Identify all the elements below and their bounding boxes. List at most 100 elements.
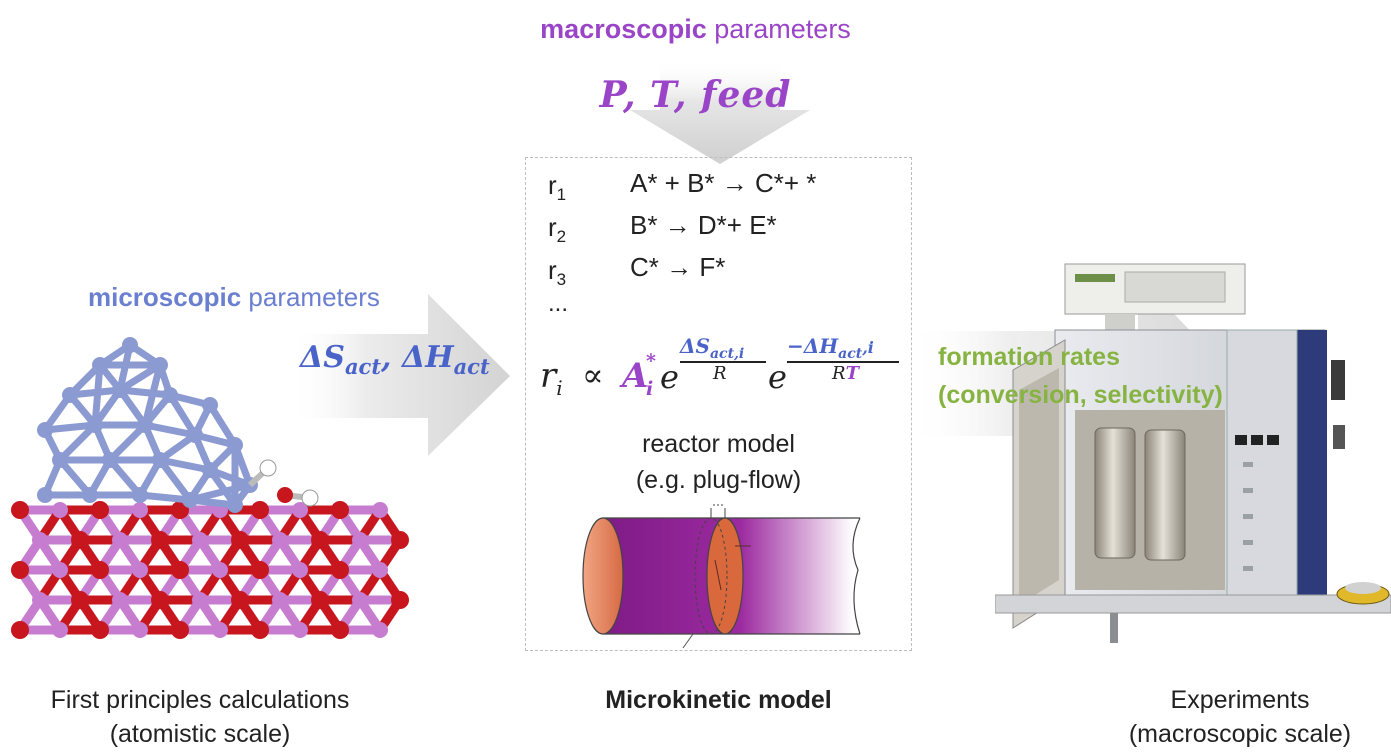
cluster-atom [132, 487, 148, 503]
support-atom [192, 532, 208, 548]
oxygen-atom [331, 501, 349, 519]
oxygen-atom [71, 531, 89, 549]
reaction-equation-r2: B* → D*+ E* [630, 210, 777, 240]
cluster-atom [182, 492, 198, 508]
metal-cluster [37, 337, 258, 513]
oxygen-atom [277, 487, 293, 503]
cluster-atom [227, 497, 243, 513]
reaction-equation-r3: C* → F* [630, 252, 726, 282]
cluster-atom [227, 437, 243, 453]
cluster-atom [92, 357, 108, 373]
oxygen-atom [331, 561, 349, 579]
macroscopic-word: macroscopic [540, 14, 707, 44]
oxygen-atom [71, 591, 89, 609]
oxygen-atom [331, 621, 349, 639]
oxygen-atom [151, 531, 169, 549]
oxygen-atom [251, 501, 269, 519]
cluster-atom [62, 387, 78, 403]
formation-rates-label: formation rates (conversion, selectivity… [938, 338, 1223, 414]
exponential-e-2: e [768, 358, 787, 396]
support-atom [372, 622, 388, 638]
reaction-equation-r1: A* + B* → C*+ * [630, 168, 817, 198]
atomistic-structure-image [11, 337, 409, 639]
oxygen-atom [311, 591, 329, 609]
caption-first-principles: First principles calculations (atomistic… [0, 683, 400, 751]
cluster-atom [102, 452, 118, 468]
cluster-bond [41, 421, 99, 434]
prefactor-a: A*i [622, 350, 656, 400]
proportional-symbol: ∝ [582, 356, 604, 394]
cluster-atom [52, 452, 68, 468]
cluster-atom [202, 397, 218, 413]
exponent1-denominator: R [713, 363, 727, 384]
cluster-atom [37, 487, 53, 503]
cluster-bond [116, 386, 174, 399]
macroscopic-parameters-label: macroscopic parameters [0, 14, 1391, 45]
down-arrow [630, 60, 810, 164]
cluster-bond [156, 456, 194, 504]
support-atom [112, 532, 128, 548]
delta-s-act: ΔSact [300, 340, 382, 379]
cluster-bond [66, 386, 124, 399]
macroscopic-variables: P, T, feed [599, 74, 792, 116]
reactor-model-line1: reactor model [642, 430, 795, 458]
support-atom [112, 592, 128, 608]
cluster-atom [187, 427, 203, 443]
oxygen-atom [91, 501, 109, 519]
support-atom [132, 562, 148, 578]
cluster-atom [137, 417, 153, 433]
parameters-word: parameters [241, 282, 380, 312]
formation-rates-line1: formation rates [938, 343, 1120, 371]
support-atom [292, 622, 308, 638]
oxygen-atom [251, 621, 269, 639]
delta-h-act: ΔHact [401, 340, 490, 379]
support-atom [192, 592, 208, 608]
caption-first-principles-line1: First principles calculations [50, 686, 350, 714]
oxygen-atom [11, 621, 29, 639]
support-atom [272, 592, 288, 608]
exponent2-denominator: RT [832, 363, 859, 384]
support-atom [52, 562, 68, 578]
support-atom [212, 622, 228, 638]
support-atom [292, 562, 308, 578]
exponential-e-1: e [660, 358, 679, 396]
experimental-reactor-image [995, 263, 1391, 643]
cluster-bond [141, 421, 199, 439]
microscopic-parameters-label: microscopic parameters [88, 282, 380, 313]
formation-rates-line2: (conversion, selectivity) [938, 381, 1223, 409]
oxygen-atom [11, 561, 29, 579]
cluster-bond [56, 421, 99, 464]
oxide-support [11, 501, 409, 639]
microscopic-word: microscopic [88, 282, 242, 312]
parameters-word: parameters [706, 14, 851, 44]
oxygen-atom [391, 531, 409, 549]
oxygen-atom [151, 591, 169, 609]
support-atom [32, 592, 48, 608]
oxygen-atom [231, 531, 249, 549]
support-atom [52, 622, 68, 638]
exponent2-fraction-bar [787, 361, 899, 363]
cluster-atom [202, 462, 218, 478]
oxygen-atom [311, 531, 329, 549]
reaction-label-r3: r3 [548, 255, 567, 290]
caption-experiments: Experiments (macroscopic scale) [1090, 683, 1390, 751]
oxygen-atom [391, 591, 409, 609]
oxygen-atom [251, 561, 269, 579]
exponent1-numerator: ΔSact,i [680, 334, 745, 362]
caption-first-principles-line2: (atomistic scale) [109, 720, 291, 748]
support-atom [352, 592, 368, 608]
support-atom [52, 502, 68, 518]
cluster-atom [152, 357, 168, 373]
separator: , [381, 340, 402, 375]
reaction-ellipsis: ... [548, 290, 569, 317]
oxygen-atom [91, 621, 109, 639]
cluster-bond [106, 421, 149, 464]
cluster-atom [37, 422, 53, 438]
support-atom [32, 532, 48, 548]
cluster-atom [162, 387, 178, 403]
cluster-atom [122, 337, 138, 353]
cluster-atom [82, 487, 98, 503]
cluster-bond [186, 481, 254, 504]
cluster-bond [136, 491, 194, 504]
support-atom [372, 562, 388, 578]
